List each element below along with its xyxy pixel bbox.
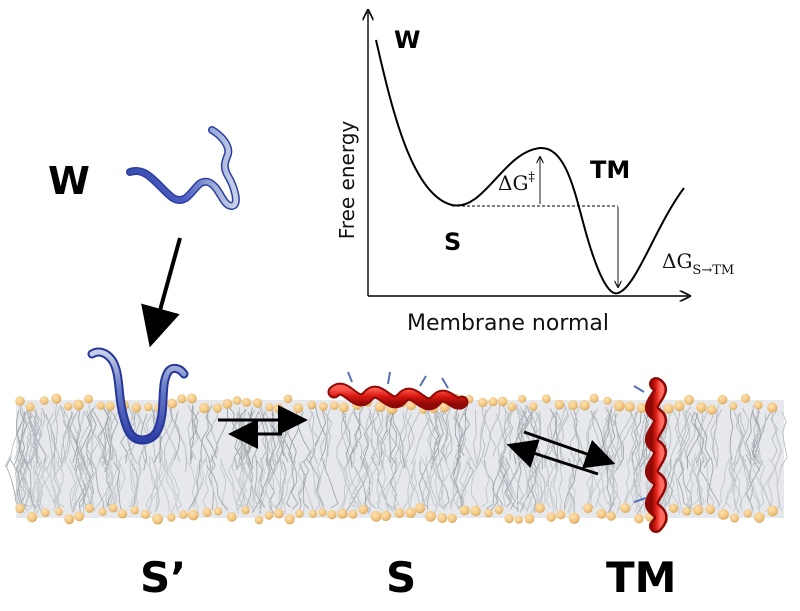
delta-g-label: ΔGS→TM — [662, 249, 734, 278]
well-label-tm: TM — [590, 156, 630, 184]
well-label-s: S — [444, 228, 461, 256]
lipid-heads-lower-leaflet — [15, 503, 778, 526]
svg-text:ΔG‡: ΔG‡ — [498, 170, 535, 195]
equilibrium-arrows-s-prime-s — [218, 405, 308, 449]
water-peptide-coil — [126, 126, 240, 211]
state-label-transmembrane: TM — [606, 553, 676, 602]
svg-text:ΔGS→TM: ΔGS→TM — [662, 249, 734, 278]
surface-helix — [327, 371, 469, 411]
transmembrane-helix — [633, 377, 668, 533]
state-label-surface: S — [386, 553, 416, 602]
equilibrium-arrows-s-tm — [506, 430, 616, 476]
barrier-superscript: ‡ — [528, 170, 535, 185]
barrier-symbol: ΔG — [498, 171, 528, 195]
barrier-label: ΔG‡ — [498, 170, 535, 195]
surface-prime-peptide-coil — [87, 347, 189, 445]
delta-subscript: S→TM — [692, 263, 734, 278]
y-axis-label: Free energy — [335, 121, 359, 240]
free-energy-curve — [375, 39, 685, 295]
state-label-water: W — [48, 159, 90, 203]
x-axis-label: Membrane normal — [407, 311, 609, 336]
well-label-w: W — [394, 26, 420, 54]
state-label-surface-prime: S’ — [140, 553, 186, 602]
insertion-arrow — [141, 237, 182, 348]
delta-symbol: ΔG — [662, 249, 692, 273]
free-energy-plot: Free energy Membrane normal W S TM ΔG‡ Δ… — [335, 12, 734, 336]
